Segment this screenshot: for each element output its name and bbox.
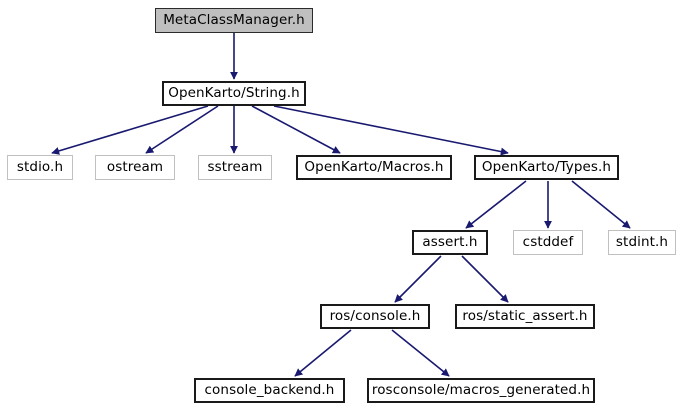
node-metaclassmanager[interactable]: MetaClassManager.h: [155, 8, 313, 33]
edge-assert-to-rosstaticassert: [461, 255, 509, 303]
node-label: stdint.h: [615, 233, 669, 250]
edge-string-to-types: [273, 105, 509, 156]
edge-rosconsole_h-to-console_backend: [294, 329, 352, 377]
node-label: ros/static_assert.h: [462, 307, 588, 324]
node-label: cstddef: [522, 233, 574, 250]
node-label: MetaClassManager.h: [163, 11, 305, 28]
node-macros_generated[interactable]: rosconsole/macros_generated.h: [367, 378, 595, 403]
node-stdint[interactable]: stdint.h: [608, 230, 676, 255]
node-label: assert.h: [422, 233, 478, 250]
node-label: ros/console.h: [329, 307, 421, 324]
node-label: console_backend.h: [204, 381, 335, 398]
edge-types-to-assert: [465, 180, 527, 229]
node-types[interactable]: OpenKarto/Types.h: [474, 155, 619, 180]
node-string[interactable]: OpenKarto/String.h: [162, 81, 306, 106]
node-console_backend[interactable]: console_backend.h: [194, 378, 345, 403]
node-rosconsole_h[interactable]: ros/console.h: [320, 304, 430, 329]
node-label: rosconsole/macros_generated.h: [371, 381, 591, 398]
node-label: stdio.h: [16, 158, 64, 175]
node-label: OpenKarto/String.h: [168, 84, 300, 101]
node-label: OpenKarto/Types.h: [481, 158, 612, 175]
node-macros[interactable]: OpenKarto/Macros.h: [296, 155, 452, 180]
node-sstream[interactable]: sstream: [198, 155, 272, 180]
edge-types-to-stdint: [571, 180, 631, 229]
edge-string-to-ostream: [145, 105, 219, 154]
node-rosstaticassert[interactable]: ros/static_assert.h: [455, 304, 595, 329]
edge-string-to-macros: [251, 105, 341, 154]
node-label: sstream: [207, 158, 263, 175]
node-label: OpenKarto/Macros.h: [304, 158, 444, 175]
node-assert[interactable]: assert.h: [412, 230, 488, 255]
edge-string-to-stdio: [51, 105, 209, 155]
edge-assert-to-rosconsole_h: [394, 255, 442, 303]
node-cstddef[interactable]: cstddef: [513, 230, 583, 255]
node-stdio[interactable]: stdio.h: [7, 155, 73, 180]
edge-rosconsole_h-to-macros_generated: [391, 329, 450, 377]
node-label: ostream: [106, 158, 164, 175]
node-ostream[interactable]: ostream: [95, 155, 175, 180]
